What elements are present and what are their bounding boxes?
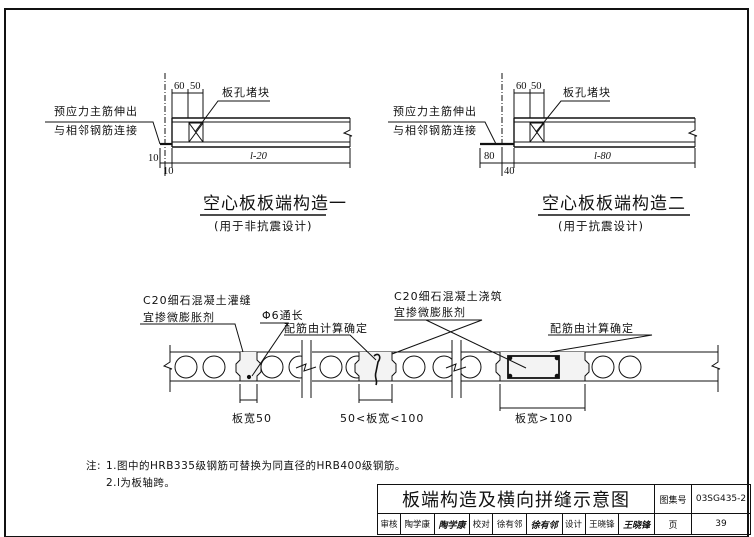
drawing-title: 板端构造及横向拼缝示意图 (377, 484, 655, 514)
designer-signature: 王晓锋 (618, 513, 655, 535)
dim-60-1: 60 (174, 81, 185, 92)
page-label: 页 (654, 513, 692, 535)
review-label: 审核 (377, 513, 401, 535)
width-50-100-label: 50<板宽<100 (340, 412, 425, 425)
dim-60-2: 60 (516, 81, 527, 92)
atlas-no-label: 图集号 (654, 484, 692, 514)
dim-length-1: l-20 (250, 151, 267, 162)
rebar-extension-label-1: 预应力主筋伸出 (54, 105, 138, 118)
rebar-connection-label-1: 与相邻钢筋连接 (54, 124, 138, 137)
atlas-no: 03SG435-2 (691, 484, 751, 514)
dim-50-2: 50 (531, 81, 542, 92)
note-2: 2.l为板轴跨。 (106, 477, 176, 489)
title-block: 板端构造及横向拼缝示意图 图集号 03SG435-2 审核 陶学康 陶学康 校对… (377, 484, 751, 535)
end-detail-2-drawing (388, 73, 698, 216)
rebar-extension-label-2: 预应力主筋伸出 (393, 105, 477, 118)
end-detail-1-drawing (45, 73, 353, 216)
dim-left-1: 10 (148, 153, 159, 164)
check-label: 校对 (469, 513, 494, 535)
reviewer-name: 陶学康 (399, 513, 435, 535)
hole-plug-label-1: 板孔堵块 (222, 86, 270, 99)
hole-plug-label-2: 板孔堵块 (563, 86, 611, 99)
design-label: 设计 (561, 513, 586, 535)
detail-1-title: 空心板板端构造一 (203, 194, 347, 214)
rebar-by-calc-label-2: 配筋由计算确定 (550, 322, 634, 335)
dim-gap-2: 40 (504, 166, 515, 177)
width-50-label: 板宽50 (232, 412, 272, 425)
detail-2-title: 空心板板端构造二 (542, 194, 686, 214)
rebar-by-calc-label-1: 配筋由计算确定 (284, 322, 368, 335)
grout-label-line1: C20细石混凝土灌缝 (143, 294, 252, 307)
checker-name: 徐有邻 (492, 513, 527, 535)
notes-prefix: 注: (86, 460, 102, 472)
sheet-frame (4, 8, 749, 537)
dim-left-2: 80 (484, 151, 495, 162)
rebar-connection-label-2: 与相邻钢筋连接 (393, 124, 477, 137)
dim-length-2: l-80 (594, 151, 611, 162)
grout-label-line2: 宜掺微膨胀剂 (143, 311, 215, 324)
detail-1-subtitle: (用于非抗震设计) (214, 219, 313, 233)
checker-signature: 徐有邻 (525, 513, 563, 535)
detail-2-subtitle: (用于抗震设计) (558, 219, 644, 233)
cast-concrete-label-line2: 宜掺微膨胀剂 (394, 306, 466, 319)
page-number: 39 (691, 513, 751, 535)
dim-gap-1: 10 (163, 166, 174, 177)
designer-name: 王晓锋 (584, 513, 620, 535)
note-1: 1.图中的HRB335级钢筋可替换为同直径的HRB400级钢筋。 (106, 460, 406, 472)
width-over-100-label: 板宽>100 (515, 412, 574, 425)
reviewer-signature: 陶学康 (433, 513, 471, 535)
dim-50-1: 50 (190, 81, 201, 92)
cast-concrete-label-line1: C20细石混凝土浇筑 (394, 290, 503, 303)
transverse-joint-section (140, 319, 721, 411)
continuous-bar-label: Φ6通长 (262, 309, 304, 322)
